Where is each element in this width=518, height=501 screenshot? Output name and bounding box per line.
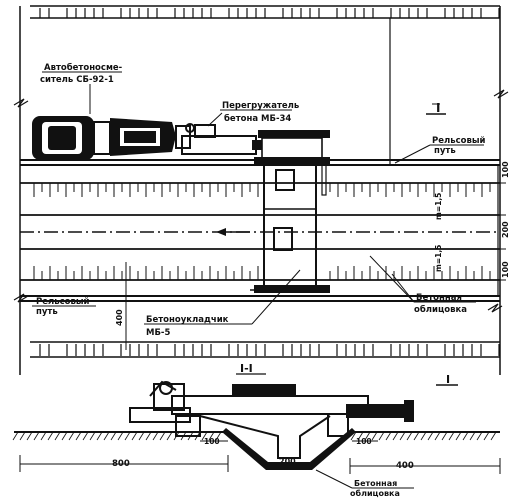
tick-mark: [413, 431, 420, 441]
ground-hatching: [12, 431, 497, 441]
top-tick-marks: [39, 8, 500, 18]
tick-mark: [392, 431, 399, 441]
flow-direction-arrow: [216, 228, 226, 236]
tick-mark: [476, 431, 483, 441]
tick-mark: [96, 431, 103, 441]
tick-mark: [145, 431, 152, 441]
plan-view: I Автобетоносме- ситель СБ-92-1 Перегру: [13, 5, 510, 375]
break-mark-right: [493, 89, 509, 99]
tick-mark: [455, 431, 462, 441]
tick-mark: [103, 431, 110, 441]
dim-400-left: 400: [115, 309, 124, 326]
tick-mark: [110, 431, 117, 441]
tick-mark: [420, 431, 427, 441]
tick-mark: [215, 431, 222, 441]
paver-machine-section: [129, 380, 414, 459]
section-title: I-I: [240, 362, 253, 375]
tick-mark: [448, 431, 455, 441]
tick-mark: [89, 431, 96, 441]
tick-mark: [462, 431, 469, 441]
dim-100-top: 100: [501, 161, 510, 178]
tick-mark: [61, 431, 68, 441]
bottom-tick-marks: [39, 344, 500, 356]
section-view: I-I I 800 400: [12, 362, 501, 498]
tick-mark: [131, 431, 138, 441]
slope-label-2: m=1,5: [434, 245, 443, 272]
break-mark-left-2: [13, 293, 29, 303]
tick-mark: [26, 431, 33, 441]
section-mark-bottom: I: [446, 373, 450, 386]
tick-mark: [159, 431, 166, 441]
slope-label-1: m=1,5: [434, 193, 443, 220]
dim-200-bottom: 200: [279, 457, 296, 466]
mixer-label-line1: Автобетоносме-: [44, 62, 123, 73]
tick-mark: [82, 431, 89, 441]
section-mark-top: I: [436, 101, 440, 115]
tick-mark: [117, 431, 124, 441]
tick-mark: [208, 431, 215, 441]
tick-mark: [47, 431, 54, 441]
tick-mark: [406, 431, 413, 441]
lining-label-line1: Бетонная: [416, 293, 462, 303]
reloader-label-line2: бетона МБ-34: [224, 113, 291, 124]
rail-track-lower: [20, 295, 500, 302]
tick-mark: [12, 431, 19, 441]
tick-mark: [441, 431, 448, 441]
bottom-lining-label-line2: облицовка: [350, 488, 400, 498]
tick-mark: [166, 431, 173, 441]
reloader-label-line1: Перегружатель: [222, 101, 299, 111]
mixer-label-line2: ситель СБ-92-1: [40, 75, 114, 85]
break-mark-left: [13, 98, 29, 108]
slope-hatching: [33, 183, 499, 280]
tick-mark: [483, 431, 490, 441]
tick-mark: [357, 431, 364, 441]
bottom-lining-label-line1: Бетонная: [354, 479, 397, 488]
tick-mark: [490, 431, 497, 441]
tick-mark: [350, 431, 357, 441]
tick-mark: [469, 431, 476, 441]
concrete-mixer-truck: [32, 116, 195, 160]
lining-label-line2: облицовка: [414, 304, 467, 315]
dim-100-left-section: 100: [204, 437, 220, 446]
concrete-paver: [250, 130, 330, 293]
tick-mark: [385, 431, 392, 441]
tick-mark: [399, 431, 406, 441]
tick-mark: [434, 431, 441, 441]
break-mark-right-2: [487, 303, 503, 313]
tick-mark: [427, 431, 434, 441]
tick-mark: [40, 431, 47, 441]
dim-200-mid: 200: [501, 221, 510, 238]
paver-label-line2: МБ-5: [146, 328, 170, 338]
dim-800: 800: [112, 459, 130, 469]
dim-100-right-section: 100: [356, 437, 372, 446]
tick-mark: [201, 431, 208, 441]
tick-mark: [378, 431, 385, 441]
rail-left-label-line1: Рельсовый: [36, 297, 90, 307]
tick-mark: [152, 431, 159, 441]
rail-left-label-line2: путь: [36, 307, 58, 317]
tick-mark: [54, 431, 61, 441]
tick-mark: [68, 431, 75, 441]
tick-mark: [138, 431, 145, 441]
tick-mark: [124, 431, 131, 441]
dim-100-bot: 100: [501, 261, 510, 278]
tick-mark: [19, 431, 26, 441]
dim-400-right: 400: [396, 461, 414, 471]
tick-mark: [33, 431, 40, 441]
trench-lining: [222, 428, 356, 470]
rail-right-label-line1: Рельсовый: [432, 136, 486, 146]
concrete-reloader: [181, 124, 270, 155]
paver-label-line1: Бетоноукладчик: [146, 315, 229, 325]
tick-mark: [75, 431, 82, 441]
tick-mark: [371, 431, 378, 441]
rail-right-label-line2: путь: [434, 146, 456, 156]
tick-mark: [364, 431, 371, 441]
